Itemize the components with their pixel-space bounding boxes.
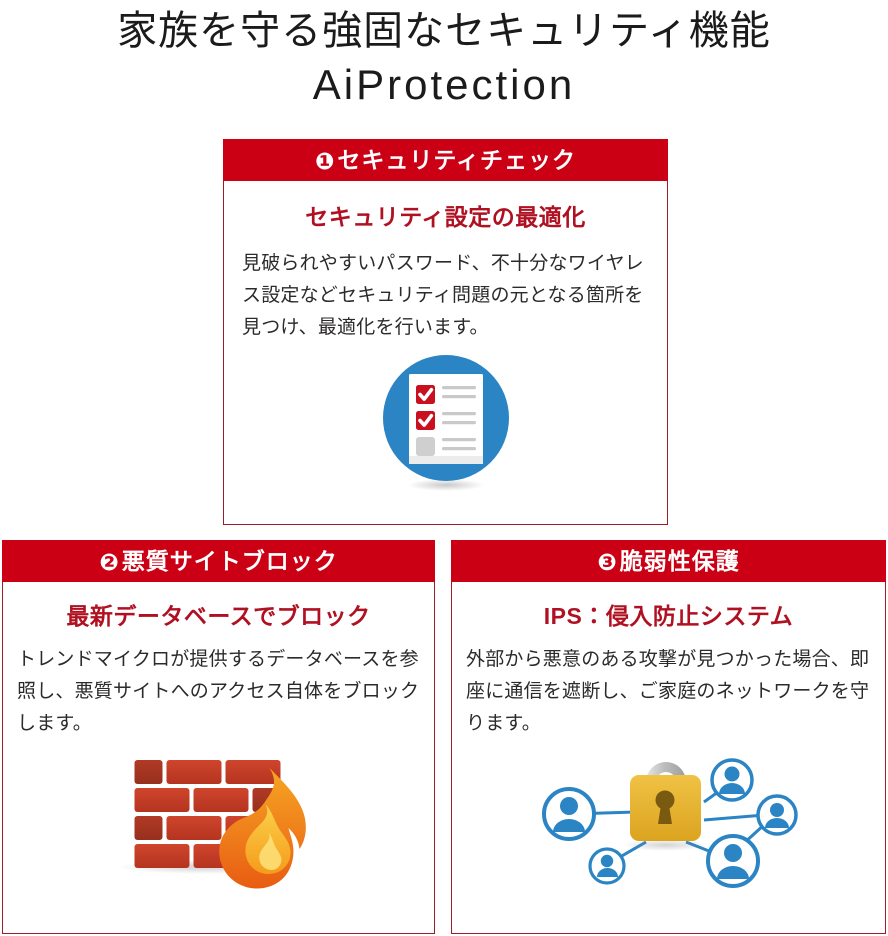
card-subtitle-2: 最新データベースでブロック: [66, 603, 371, 629]
card-body-3: 外部から悪意のある攻撃が見つかった場合、即座に通信を遮断し、ご家庭のネットワーク…: [466, 649, 870, 734]
card-art-2: [3, 740, 434, 933]
card-header-label-3: 脆弱性保護: [619, 548, 740, 574]
card-body-2: トレンドマイクロが提供するデータベースを参照し、悪質サイトへのアクセス自体をブロ…: [17, 649, 420, 734]
firewall-brick-flame-icon: [117, 760, 306, 889]
card-art-3: [452, 740, 885, 933]
page-title-line-1: 家族を守る強固なセキュリティ機能: [117, 9, 771, 53]
card-body-1: 見破られやすいパスワード、不十分なワイヤレス設定などセキュリティ問題の元となる箇…: [242, 253, 644, 338]
feature-card-malicious-site-block: ❷悪質サイトブロック 最新データベースでブロック トレンドマイクロが提供するデー…: [2, 540, 435, 934]
card-header-1: ❶セキュリティチェック: [223, 139, 668, 181]
user-avatar-group: [541, 758, 798, 888]
page-title: 家族を守る強固なセキュリティ機能 AiProtection: [0, 4, 888, 112]
page-title-line-2: AiProtection: [312, 61, 576, 108]
card-header-label-2: 悪質サイトブロック: [121, 548, 338, 574]
card-header-2: ❷悪質サイトブロック: [2, 540, 435, 582]
card-number-badge-3: ❸: [597, 549, 618, 575]
card-number-badge-2: ❷: [99, 549, 120, 575]
card-header-3: ❸脆弱性保護: [451, 540, 886, 582]
card-subtitle-3: IPS：侵入防止システム: [543, 603, 794, 629]
feature-card-security-check: ❶セキュリティチェック セキュリティ設定の最適化 見破られやすいパスワード、不十…: [223, 139, 668, 525]
card-subtitle-1: セキュリティ設定の最適化: [305, 204, 586, 230]
checklist-badge-icon: [382, 355, 509, 491]
feature-card-vulnerability-protection: ❸脆弱性保護 IPS：侵入防止システム 外部から悪意のある攻撃が見つかった場合、…: [451, 540, 886, 934]
padlock-network-icon: [541, 758, 798, 888]
card-header-label-1: セキュリティチェック: [337, 147, 577, 173]
card-art-1: [224, 344, 667, 524]
card-number-badge-1: ❶: [314, 148, 336, 174]
